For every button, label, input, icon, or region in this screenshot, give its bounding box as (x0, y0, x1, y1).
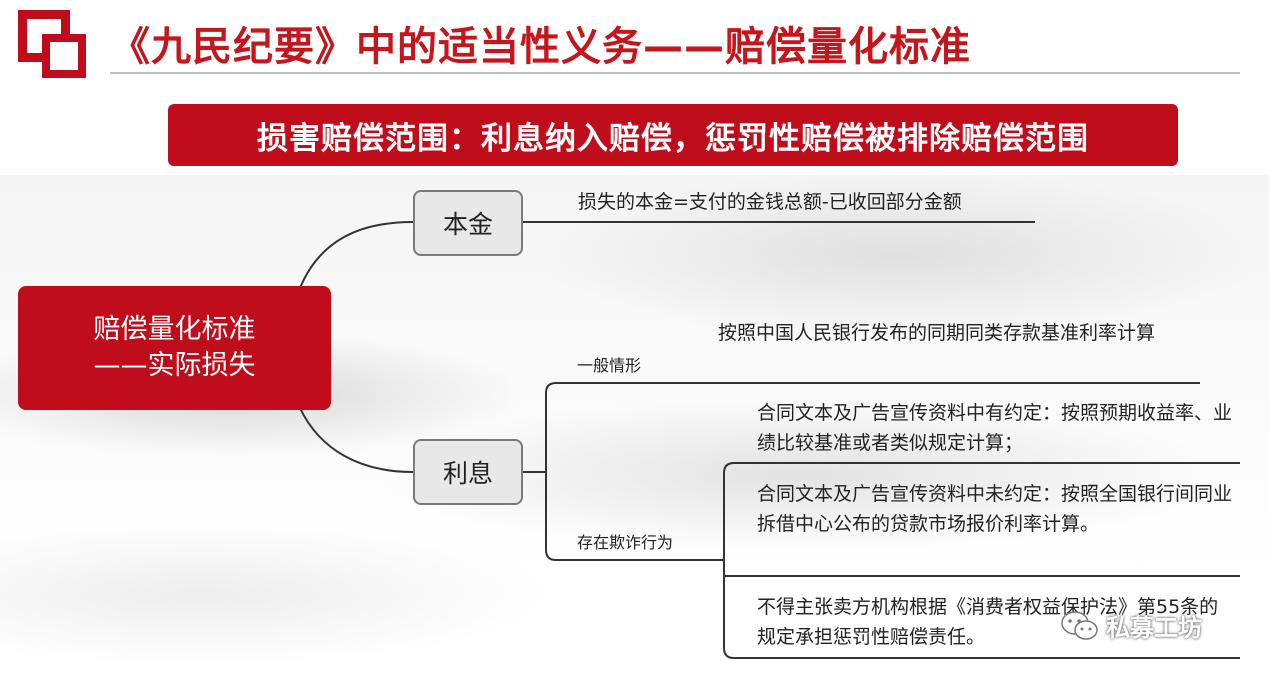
background-mist (0, 175, 1269, 680)
fraud-item-not-agreed: 合同文本及广告宣传资料中未约定：按照全国银行间同业拆借中心公布的贷款市场报价利率… (757, 483, 1233, 535)
root-node: 赔偿量化标准 ——实际损失 (18, 286, 331, 410)
branch-principal: 本金 (413, 190, 523, 256)
general-case-detail: 按照中国人民银行发布的同期同类存款基准利率计算 (718, 322, 1156, 344)
root-line2: ——实际损失 (93, 350, 256, 381)
watermark-text: 私募工坊 (1106, 614, 1202, 642)
root-line1: 赔偿量化标准 (93, 314, 256, 345)
title-divider (110, 72, 1240, 74)
fraud-item-agreed: 合同文本及广告宣传资料中有约定：按照预期收益率、业绩比较基准或者类似规定计算； (757, 402, 1233, 454)
principal-detail: 损失的本金=支付的金钱总额-已收回部分金额 (578, 191, 962, 213)
logo (18, 10, 86, 78)
page-title: 《九民纪要》中的适当性义务——赔偿量化标准 (110, 24, 971, 70)
fraud-item-no-punitive: 不得主张卖方机构根据《消费者权益保护法》第55条的规定承担惩罚性赔偿责任。 (757, 596, 1219, 648)
watermark: 私募工坊 (1060, 608, 1202, 643)
branch-interest: 利息 (413, 439, 523, 505)
general-case-label: 一般情形 (577, 356, 642, 375)
scope-banner: 损害赔偿范围：利息纳入赔偿，惩罚性赔偿被排除赔偿范围 (168, 104, 1178, 166)
wechat-icon (1061, 610, 1098, 640)
fraud-case-label: 存在欺诈行为 (577, 533, 674, 552)
